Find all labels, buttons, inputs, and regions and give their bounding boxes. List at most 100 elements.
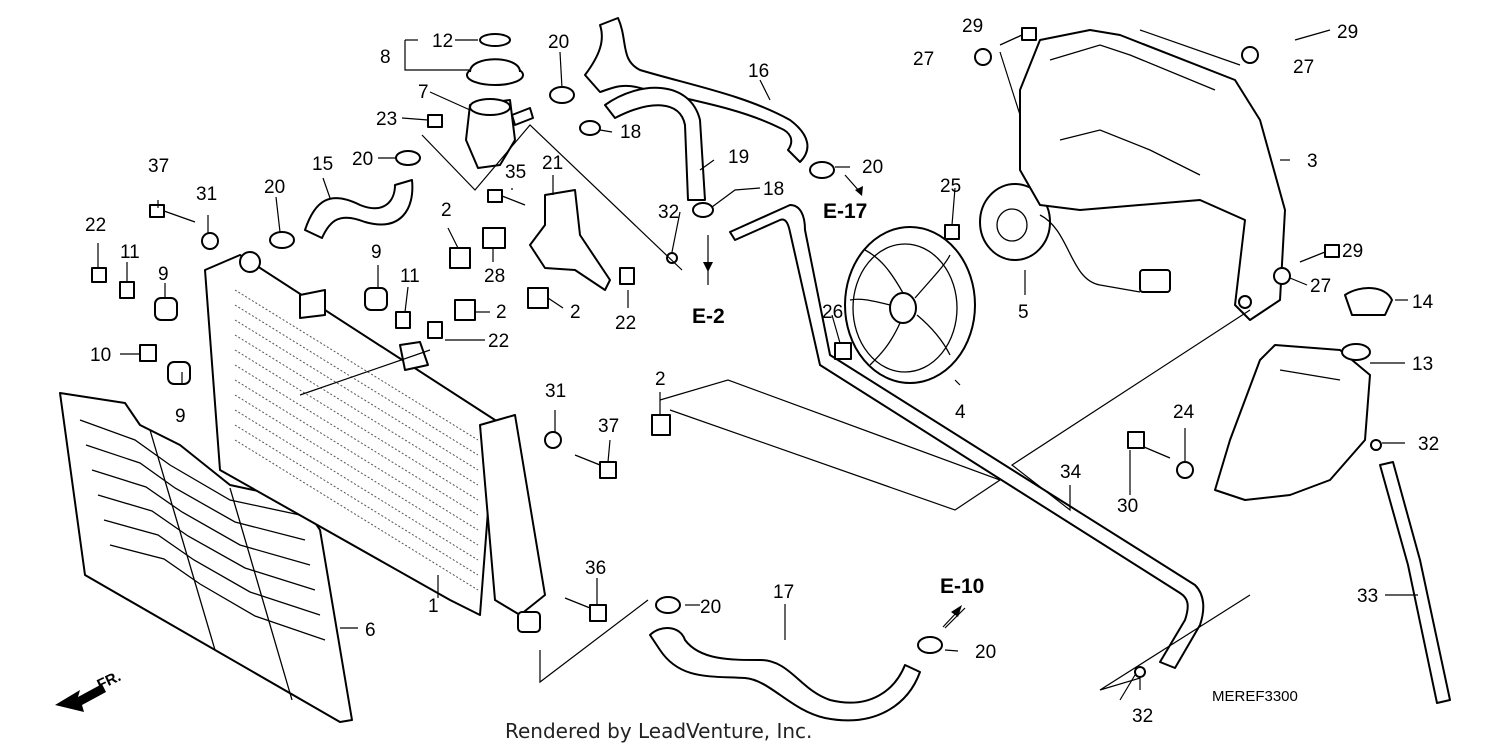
collar-10[interactable]: [139, 344, 157, 362]
callout-3[interactable]: 3: [1307, 151, 1318, 172]
clamp-20-top[interactable]: [549, 86, 575, 104]
clamp-18-mid[interactable]: [692, 202, 714, 218]
callout-6[interactable]: 6: [365, 620, 376, 641]
callout-8[interactable]: 8: [380, 47, 391, 68]
washer-31[interactable]: [201, 232, 219, 250]
callout-20[interactable]: 20: [862, 157, 883, 178]
clamp-18-top[interactable]: [579, 120, 601, 136]
clamp-20-low[interactable]: [655, 596, 681, 614]
hose-15[interactable]: [304, 179, 414, 239]
cap-seal-12[interactable]: [479, 33, 511, 47]
grommet-9b[interactable]: [167, 361, 191, 385]
callout-2[interactable]: 2: [570, 302, 581, 323]
washer-31b[interactable]: [544, 431, 562, 449]
callout-37[interactable]: 37: [148, 156, 169, 177]
clamp-20-left[interactable]: [395, 150, 421, 166]
callout-18[interactable]: 18: [620, 122, 641, 143]
grommet-9[interactable]: [154, 297, 178, 321]
callout-28[interactable]: 28: [484, 266, 505, 287]
callout-30[interactable]: 30: [1117, 496, 1138, 517]
callout-37[interactable]: 37: [598, 416, 619, 437]
callout-33[interactable]: 33: [1357, 586, 1378, 607]
callout-19[interactable]: 19: [728, 147, 749, 168]
reserve-tank-13[interactable]: [1214, 343, 1371, 501]
callout-27[interactable]: 27: [1310, 276, 1331, 297]
clip-2b[interactable]: [454, 299, 476, 321]
collar-22b[interactable]: [427, 321, 443, 339]
collar-11[interactable]: [119, 281, 135, 299]
callout-27[interactable]: 27: [1293, 57, 1314, 78]
bolt-23[interactable]: [427, 114, 443, 128]
clamp-20-e10[interactable]: [917, 636, 943, 654]
callout-13[interactable]: 13: [1412, 354, 1433, 375]
collar-11b[interactable]: [395, 311, 411, 329]
clamp-20-right[interactable]: [809, 161, 835, 179]
callout-17[interactable]: 17: [773, 582, 794, 603]
callout-18[interactable]: 18: [763, 179, 784, 200]
clip-32c[interactable]: [1370, 439, 1382, 451]
callout-31[interactable]: 31: [196, 184, 217, 205]
callout-7[interactable]: 7: [418, 82, 429, 103]
callout-29[interactable]: 29: [962, 16, 983, 37]
bolt-29c[interactable]: [1324, 244, 1340, 258]
callout-2[interactable]: 2: [496, 302, 507, 323]
reference-e10[interactable]: E-10: [940, 575, 984, 598]
bolt-36[interactable]: [589, 604, 607, 622]
callout-4[interactable]: 4: [955, 402, 966, 423]
reference-e2[interactable]: E-2: [692, 305, 725, 328]
callout-9[interactable]: 9: [175, 406, 186, 427]
radiator-core[interactable]: [204, 251, 546, 633]
callout-5[interactable]: 5: [1018, 302, 1029, 323]
clip-28[interactable]: [482, 227, 506, 249]
cooling-fan-4[interactable]: [844, 226, 976, 384]
filler-neck-7[interactable]: [465, 98, 534, 169]
bolt-25[interactable]: [944, 224, 960, 240]
callout-36[interactable]: 36: [585, 558, 606, 579]
callout-12[interactable]: 12: [432, 31, 453, 52]
callout-31[interactable]: 31: [545, 381, 566, 402]
bolt-37[interactable]: [149, 204, 165, 218]
washer-27a[interactable]: [974, 48, 992, 66]
clip-2d[interactable]: [651, 414, 671, 436]
callout-35[interactable]: 35: [505, 162, 526, 183]
callout-22[interactable]: 22: [615, 313, 636, 334]
washer-27b[interactable]: [1241, 46, 1259, 64]
callout-25[interactable]: 25: [940, 176, 961, 197]
callout-22[interactable]: 22: [85, 215, 106, 236]
reserve-cap-14[interactable]: [1344, 287, 1393, 316]
clip-2a[interactable]: [449, 247, 471, 269]
clamp-20-mid[interactable]: [269, 231, 295, 249]
callout-34[interactable]: 34: [1060, 462, 1082, 483]
callout-22[interactable]: 22: [488, 331, 509, 352]
callout-10[interactable]: 10: [90, 345, 111, 366]
grommet-24[interactable]: [1176, 461, 1194, 479]
hose-19[interactable]: [604, 86, 706, 201]
callout-20[interactable]: 20: [548, 32, 569, 53]
bolt-30[interactable]: [1127, 431, 1145, 449]
grommet-9c[interactable]: [364, 287, 388, 311]
callout-23[interactable]: 23: [376, 109, 397, 130]
callout-1[interactable]: 1: [428, 596, 439, 617]
clip-32a[interactable]: [666, 252, 678, 264]
bolt-37b[interactable]: [599, 461, 617, 479]
callout-15[interactable]: 15: [312, 154, 333, 175]
callout-11[interactable]: 11: [120, 242, 140, 263]
reference-e17[interactable]: E-17: [823, 200, 867, 223]
hose-17[interactable]: [649, 627, 921, 722]
collar-22[interactable]: [91, 267, 107, 283]
callout-32[interactable]: 32: [1418, 434, 1439, 455]
collar-22c[interactable]: [619, 267, 635, 285]
callout-20[interactable]: 20: [352, 149, 373, 170]
callout-20[interactable]: 20: [264, 177, 285, 198]
bolt-26[interactable]: [834, 342, 852, 360]
clip-32b[interactable]: [1134, 666, 1146, 678]
callout-9[interactable]: 9: [158, 264, 169, 285]
fan-motor-5[interactable]: [979, 183, 1171, 293]
clip-2c[interactable]: [527, 287, 549, 309]
callout-24[interactable]: 24: [1173, 402, 1195, 423]
overflow-tube-34[interactable]: [729, 204, 1205, 669]
bolt-35[interactable]: [487, 189, 503, 203]
callout-16[interactable]: 16: [748, 61, 769, 82]
siphon-hose-33[interactable]: [1379, 461, 1451, 704]
washer-27c[interactable]: [1273, 267, 1291, 285]
